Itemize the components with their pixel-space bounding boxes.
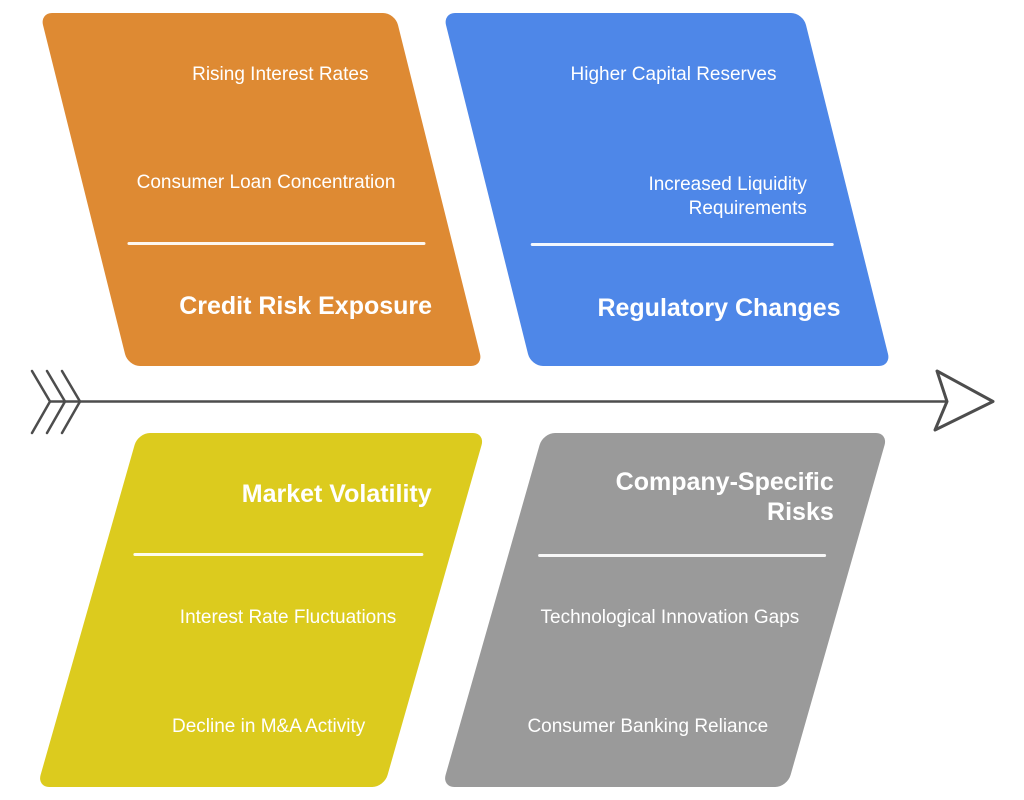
divider-line xyxy=(133,553,424,556)
quadrant-title: Company-Specific Risks xyxy=(615,468,834,526)
divider-line xyxy=(127,242,426,245)
risk-item-label: Increased Liquidity Requirements xyxy=(648,174,807,219)
risk-item-label: Decline in M&A Activity xyxy=(172,716,366,737)
risk-item-label: Consumer Banking Reliance xyxy=(527,716,769,737)
divider-line xyxy=(538,554,827,557)
risk-item-label: Interest Rate Fluctuations xyxy=(179,607,397,628)
arrow-fletching-icon xyxy=(30,369,82,435)
arrow-head-icon xyxy=(933,369,995,432)
quadrant-title: Market Volatility xyxy=(241,480,432,508)
risk-item-label: Rising Interest Rates xyxy=(192,64,369,85)
risk-item-label: Consumer Loan Concentration xyxy=(136,172,396,193)
quadrant-title: Regulatory Changes xyxy=(597,294,841,322)
divider-line xyxy=(530,243,834,246)
risk-item-label: Technological Innovation Gaps xyxy=(540,607,800,628)
quadrant-title: Credit Risk Exposure xyxy=(179,292,433,320)
risk-item-label: Higher Capital Reserves xyxy=(570,64,777,85)
